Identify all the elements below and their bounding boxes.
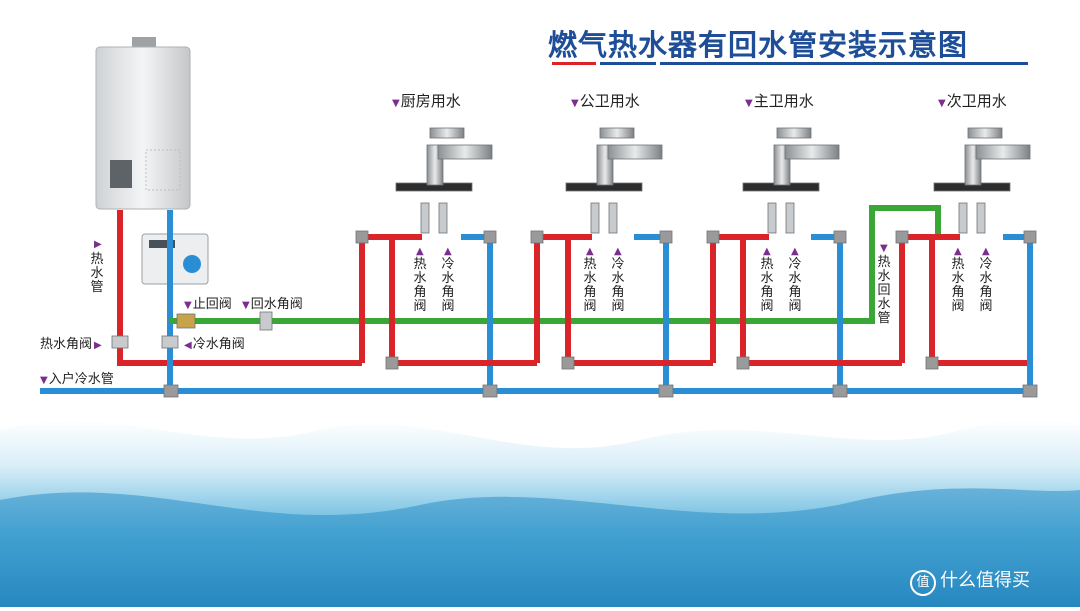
faucet-spout (437, 144, 493, 160)
valve-marker: ▲ (954, 246, 962, 257)
watermark-text: 什么值得买 (940, 570, 1030, 591)
faucet-spout (607, 144, 663, 160)
hot-valve-label: 热水角阀 (583, 257, 597, 314)
fixture-text: 厨房用水 (400, 92, 461, 110)
heater-grille (145, 149, 181, 191)
valve-marker: ▲ (416, 246, 424, 257)
heater-display (110, 160, 132, 188)
valve-marker: ▲ (444, 246, 452, 257)
fixture-text: 次卫用水 (946, 92, 1007, 110)
hot-valve-label: 热水角阀 (413, 257, 427, 314)
check-valve-label: ▼止回阀 (184, 297, 232, 312)
heater-flue (132, 37, 156, 49)
hot-valve-label: 热水角阀 (760, 257, 774, 314)
valve-marker: ▲ (982, 246, 990, 257)
tee-fitting (163, 384, 179, 398)
hot-valve-label: 热水角阀 (951, 257, 965, 314)
hot-pipe-label: 热水管 (90, 252, 104, 295)
pump-drop-icon (183, 255, 201, 273)
return-valve-label: ▼回水角阀 (242, 297, 303, 312)
cold-branch-2 (811, 234, 843, 391)
elbow-fitting (706, 230, 720, 244)
faucet-handle (776, 127, 812, 139)
return-pipe-label: 热水回水管 (877, 255, 891, 326)
valve-marker: ▲ (763, 246, 771, 257)
hot-angle-valve-text: 热水角阀 (40, 337, 93, 352)
cold-angle-valve (608, 202, 618, 234)
fixture-text: 主卫用水 (753, 92, 814, 110)
return-pipe (170, 205, 941, 324)
tee-fitting (561, 356, 575, 370)
hot-angle-valve-heater (111, 335, 129, 349)
fixture-label-second-bath: ▼次卫用水 (938, 92, 1007, 110)
faucet-handle (967, 127, 1003, 139)
return-valve-text: 回水角阀 (250, 297, 303, 312)
cold-angle-valve (438, 202, 448, 234)
faucet-handle (599, 127, 635, 139)
hot-angle-valve-label: 热水角阀▶ (40, 337, 102, 352)
fixture-text: 公卫用水 (579, 92, 640, 110)
inlet-pipe-text: 入户冷水管 (48, 372, 114, 387)
pipe-fittings (111, 202, 1038, 398)
valve-marker: ▲ (791, 246, 799, 257)
elbow-fitting (1023, 230, 1037, 244)
page-title: 燃气热水器有回水管安装示意图 (548, 28, 969, 62)
hot-pipe-marker: ▶ (94, 239, 102, 250)
cold-branch-3 (1003, 234, 1033, 391)
cold-angle-valve (785, 202, 795, 234)
tee-fitting (385, 356, 399, 370)
cold-angle-valve-label: ◀冷水角阀 (184, 337, 245, 352)
tee-fitting (925, 356, 939, 370)
hot-angle-valve (767, 202, 777, 234)
elbow-fitting (530, 230, 544, 244)
elbow-fitting (483, 230, 497, 244)
return-angle-valve (259, 311, 273, 331)
tee-fitting (658, 384, 674, 398)
cold-valve-label: 冷水角阀 (441, 257, 455, 314)
tee-fitting (832, 384, 848, 398)
cold-branch-1 (634, 234, 669, 391)
faucets (395, 127, 1031, 192)
faucet-spout (784, 144, 840, 160)
title-underline-blue (600, 62, 656, 65)
faucet-spout (975, 144, 1031, 160)
hot-angle-valve (958, 202, 968, 234)
pump-display (149, 240, 175, 248)
cold-angle-valve (976, 202, 986, 234)
tee-fitting (482, 384, 498, 398)
hot-angle-valve (420, 202, 430, 234)
water-wave (0, 488, 1080, 607)
elbow-fitting (833, 230, 847, 244)
heater-hot-pipe (117, 210, 362, 366)
fixture-label-master-bath: ▼主卫用水 (745, 92, 814, 110)
valve-marker: ▲ (586, 246, 594, 257)
check-valve (176, 313, 196, 329)
check-valve-text: 止回阀 (192, 297, 232, 312)
cold-valve-label: 冷水角阀 (788, 257, 802, 314)
return-pipe-marker: ▼ (880, 243, 888, 254)
elbow-fitting (895, 230, 909, 244)
title-underline-gray (660, 62, 1028, 65)
fixture-label-public-bath: ▼公卫用水 (571, 92, 640, 110)
elbow-fitting (659, 230, 673, 244)
elbow-fitting (355, 230, 369, 244)
cold-valve-label: 冷水角阀 (611, 257, 625, 314)
tee-fitting (1022, 384, 1038, 398)
cold-branch-0 (461, 234, 493, 391)
watermark-icon: 值 (910, 570, 936, 596)
title-underline-red (552, 62, 596, 65)
cold-angle-valve-text: 冷水角阀 (192, 337, 245, 352)
watermark: 值什么值得买 (910, 566, 1030, 596)
hot-angle-valve (590, 202, 600, 234)
inlet-pipe-label: ▼入户冷水管 (40, 372, 114, 387)
valve-marker: ▲ (614, 246, 622, 257)
cold-angle-valve-heater (161, 335, 179, 349)
fixture-label-kitchen: ▼厨房用水 (392, 92, 461, 110)
cold-valve-label: 冷水角阀 (979, 257, 993, 314)
faucet-handle (429, 127, 465, 139)
tee-fitting (736, 356, 750, 370)
